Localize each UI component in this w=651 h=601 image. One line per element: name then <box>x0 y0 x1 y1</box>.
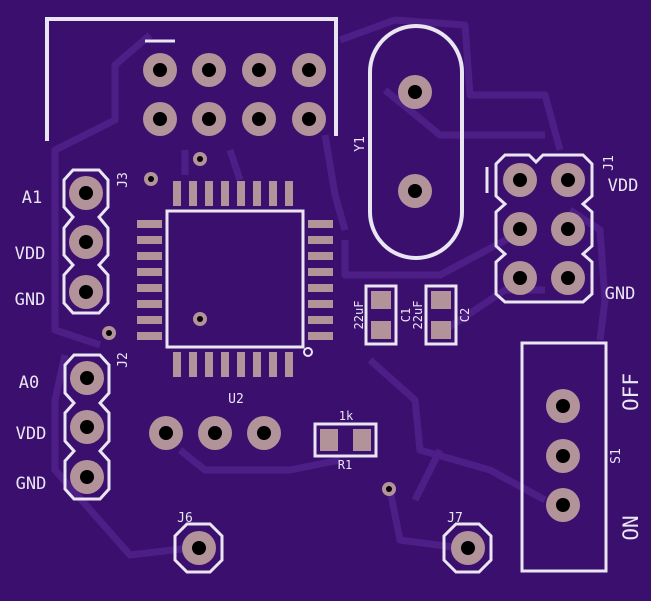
pin-y1-1 <box>398 75 432 109</box>
ref-j6: J6 <box>177 511 193 526</box>
pin-s1-1 <box>546 389 580 423</box>
pin-j1-4 <box>551 212 585 246</box>
pin-isp-1 <box>143 53 177 87</box>
u2-right-pads <box>308 220 333 340</box>
u2-top-pads <box>173 181 293 206</box>
via <box>382 482 396 496</box>
pin-isp-8 <box>292 102 326 136</box>
pin-isp-4 <box>292 53 326 87</box>
via <box>102 326 116 340</box>
header-j3: J3 <box>62 168 131 315</box>
ref-j7: J7 <box>447 511 463 526</box>
top-connector <box>45 17 338 141</box>
pin-s1-2 <box>546 439 580 473</box>
pin-j6 <box>182 531 216 565</box>
pin-j2-1 <box>70 361 104 395</box>
ref-c2: C2 <box>458 308 472 322</box>
via <box>144 172 158 186</box>
pad <box>149 416 183 450</box>
ref-y1: Y1 <box>353 136 368 152</box>
pin-j7 <box>451 531 485 565</box>
pin-y1-2 <box>398 174 432 208</box>
pads-row-under-u2 <box>149 416 281 450</box>
u2-outline <box>165 209 305 349</box>
label-gnd-j2: GND <box>16 474 47 494</box>
pin-j1-5 <box>503 261 537 295</box>
via <box>193 312 207 326</box>
pin-j1-3 <box>503 212 537 246</box>
test-point-j6: J6 <box>173 511 224 574</box>
ref-c1: C1 <box>399 308 413 322</box>
label-vdd-j2: VDD <box>16 424 47 444</box>
label-a0: A0 <box>19 373 39 393</box>
pin-isp-2 <box>192 53 226 87</box>
header-j2: J2 <box>63 352 131 501</box>
pin-j3-3 <box>69 275 103 309</box>
label-gnd-j3: GND <box>15 290 46 310</box>
pin-j2-2 <box>70 410 104 444</box>
chip-u2: U2 <box>137 181 333 407</box>
ref-u2: U2 <box>228 392 244 407</box>
pin-isp-6 <box>192 102 226 136</box>
header-j1: J1 <box>485 153 617 304</box>
u2-bottom-pads <box>173 352 293 377</box>
switch-s1: S1 OFF ON <box>520 341 643 573</box>
pin-j1-6 <box>551 261 585 295</box>
label-s1-off: OFF <box>619 373 643 411</box>
label-a1: A1 <box>22 188 42 208</box>
label-gnd-j1: GND <box>605 284 636 304</box>
pin-j1-2 <box>551 163 585 197</box>
pad <box>247 416 281 450</box>
pin-j3-2 <box>69 225 103 259</box>
capacitor-c1: C1 22uF <box>352 284 413 346</box>
crystal-y1: Y1 <box>353 24 464 260</box>
label-vdd-j1: VDD <box>608 176 639 196</box>
pin-isp-7 <box>242 102 276 136</box>
via <box>193 152 207 166</box>
copper-traces <box>51 16 609 559</box>
u2-pin1-marker <box>303 347 313 357</box>
value-c1: 22uF <box>352 301 366 330</box>
pin-j2-3 <box>70 460 104 494</box>
label-s1-on: ON <box>619 515 643 540</box>
ref-j3: J3 <box>116 172 131 188</box>
value-c2: 22uF <box>411 301 425 330</box>
pin-isp-3 <box>242 53 276 87</box>
pad <box>198 416 232 450</box>
resistor-r1: 1k R1 <box>313 409 378 472</box>
pin-isp-5 <box>143 102 177 136</box>
capacitor-c2: C2 22uF <box>411 284 472 346</box>
test-point-j7: J7 <box>442 511 493 574</box>
label-vdd-j3: VDD <box>15 244 46 264</box>
u2-left-pads <box>137 220 162 340</box>
pin-j1-1 <box>503 163 537 197</box>
ref-j2: J2 <box>116 352 131 368</box>
value-r1: 1k <box>339 409 354 423</box>
pin-s1-3 <box>546 488 580 522</box>
vias <box>102 152 396 496</box>
ref-j1: J1 <box>602 155 617 171</box>
pin-j3-1 <box>69 176 103 210</box>
ref-r1: R1 <box>338 458 352 472</box>
ref-s1: S1 <box>609 448 624 464</box>
